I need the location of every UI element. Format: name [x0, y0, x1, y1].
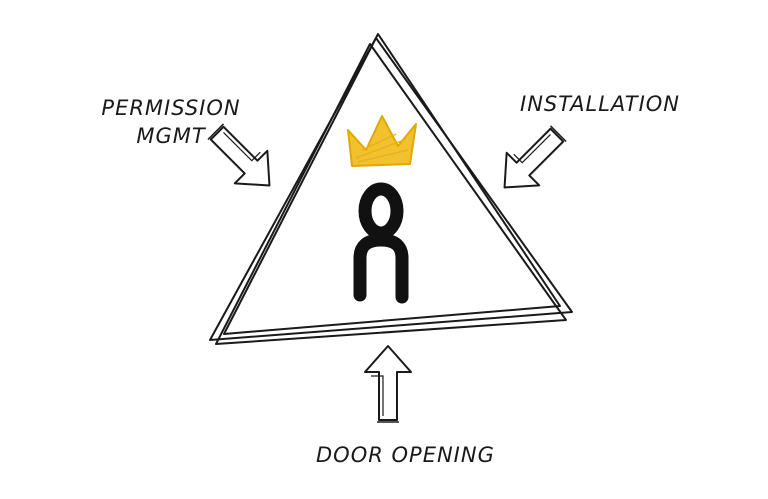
door-opening-label: DOOR OPENING	[316, 443, 495, 467]
installation-label: INSTALLATION	[520, 92, 680, 116]
person-icon	[353, 182, 409, 304]
permission-label-line2: MGMT	[136, 124, 206, 149]
triangle-shape	[209, 33, 573, 345]
permission-label-line1: PERMISSION	[101, 96, 241, 120]
crown-icon	[347, 115, 417, 167]
installation-arrow-icon	[503, 125, 567, 189]
permission-arrow-icon	[207, 123, 271, 187]
door-opening-arrow-icon	[364, 345, 412, 423]
permission-label: PERMISSION MGMT	[96, 94, 246, 151]
